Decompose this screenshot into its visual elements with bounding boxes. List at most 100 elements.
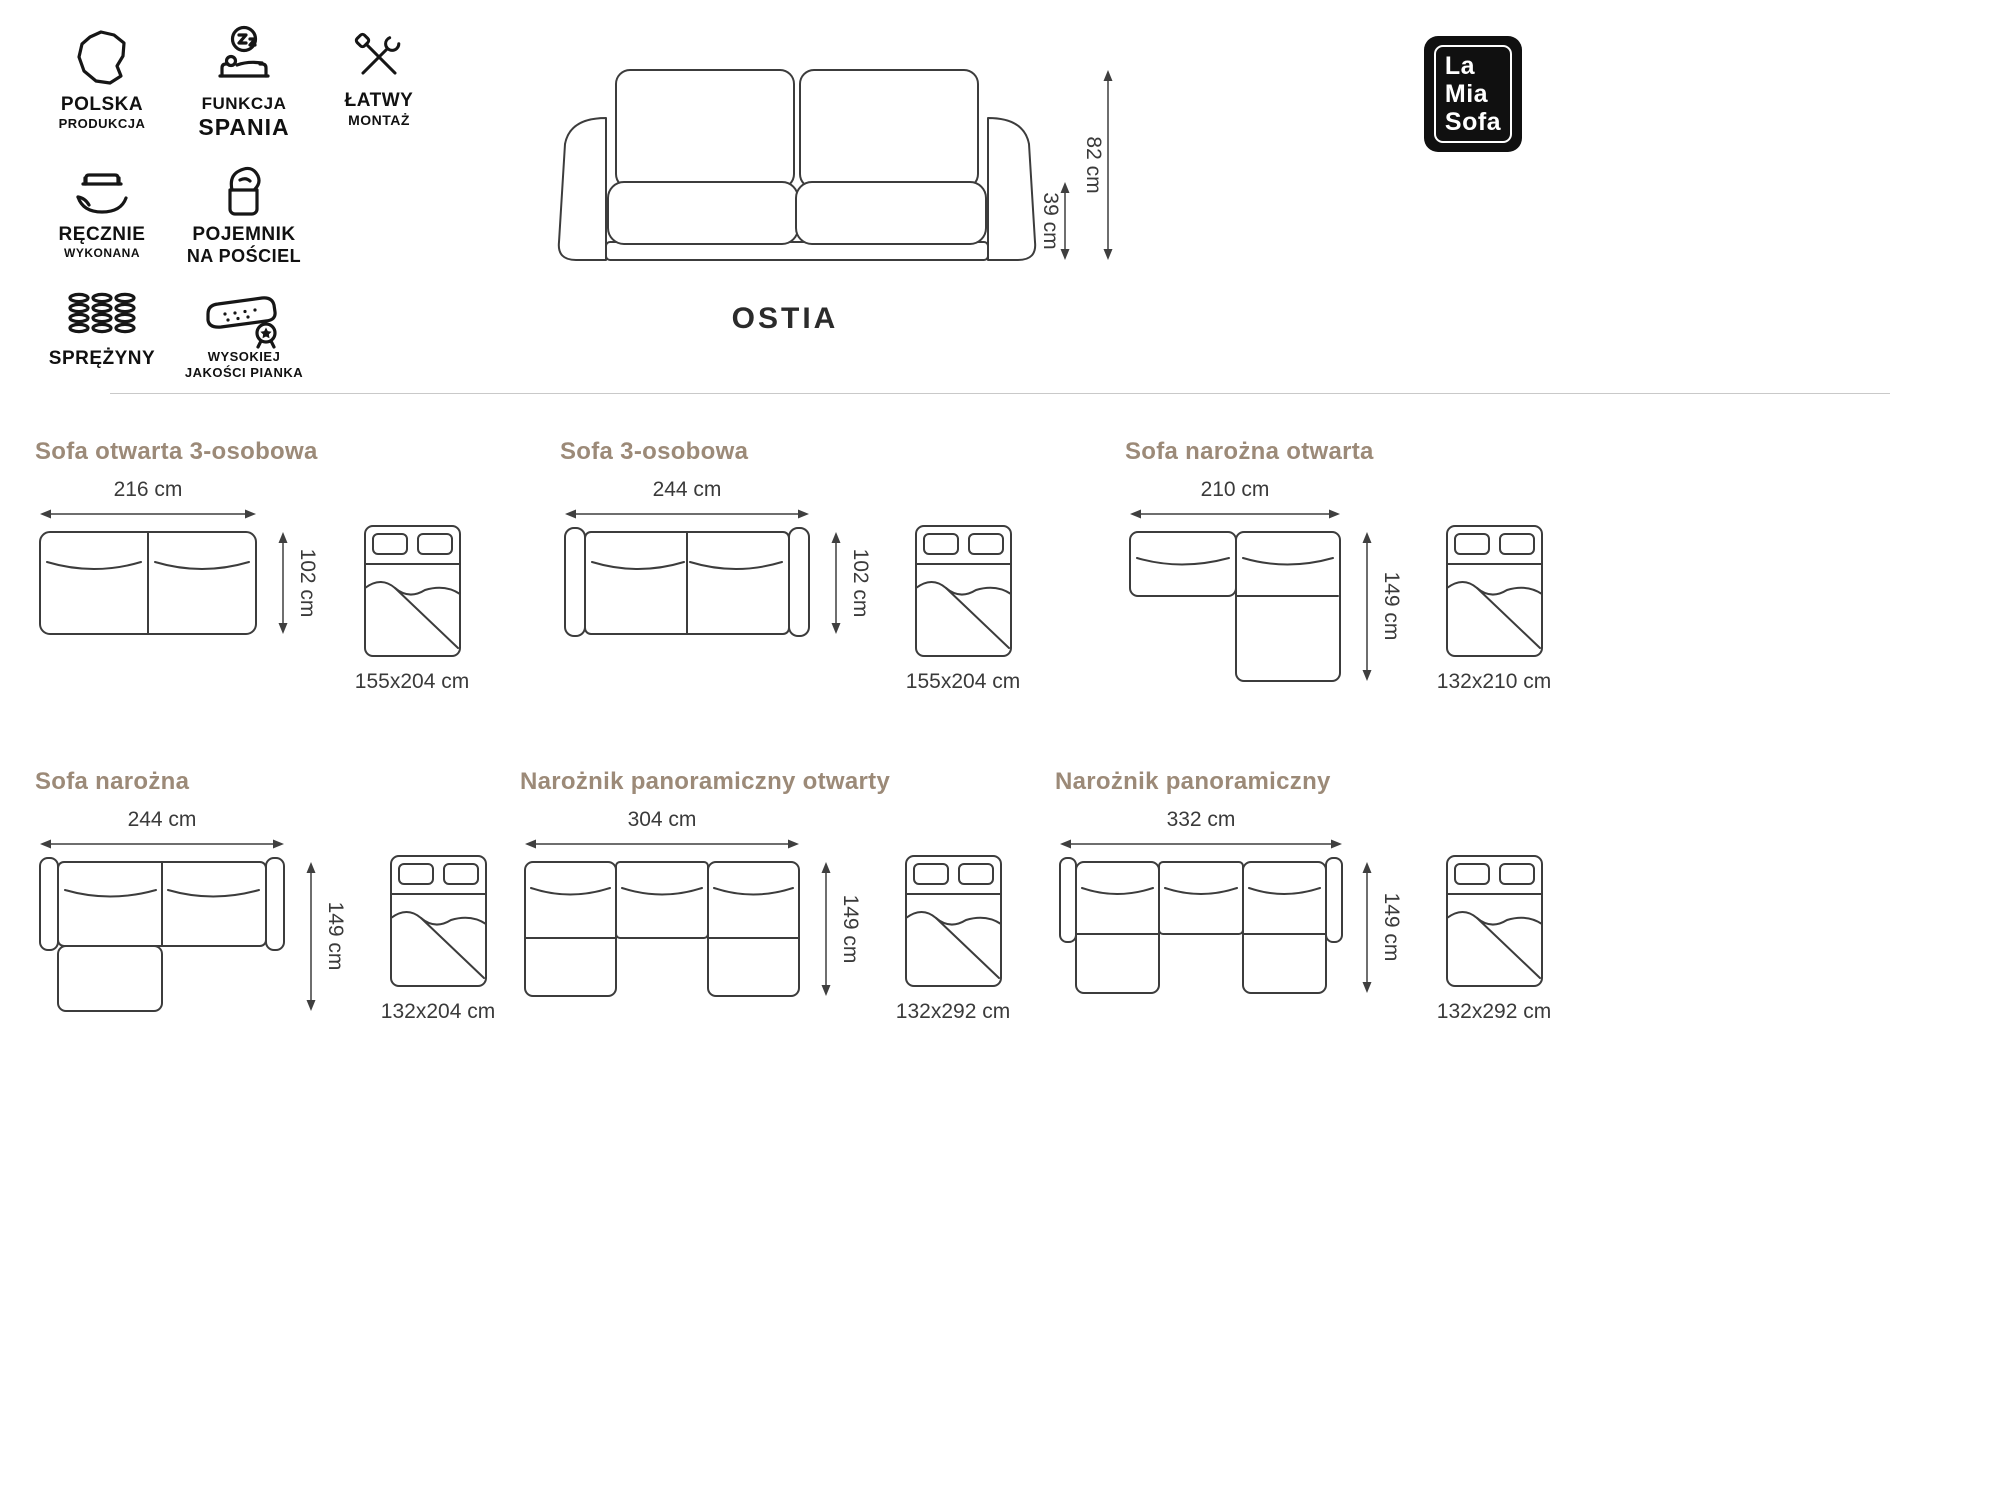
feature-label: WYSOKIEJ xyxy=(207,349,281,364)
seat-height-dimension: 39 cm xyxy=(1039,182,1070,260)
config-card: Sofa otwarta 3-osobowa 216 cm 102 cm xyxy=(35,438,505,735)
config-title: Narożnik panoramiczny otwarty xyxy=(520,768,891,795)
width-dimension xyxy=(40,509,256,519)
sofa-top-view xyxy=(1129,531,1341,682)
depth-dimension: 149 cm xyxy=(1362,862,1403,993)
feature-label: SPRĘŻYNY xyxy=(48,348,156,369)
sofa-top-view xyxy=(39,531,257,635)
brand-line: La xyxy=(1444,52,1476,80)
width-dimension xyxy=(40,839,284,849)
total-height-dimension: 82 cm xyxy=(1082,70,1113,260)
easy-assembly-tools-icon xyxy=(354,32,401,75)
bed-diagram xyxy=(364,525,461,657)
config-diagram: 332 cm 149 cm xyxy=(1059,808,1551,1023)
bedding-container-icon xyxy=(228,166,261,216)
depth-dimension: 102 cm xyxy=(831,532,872,634)
feature-label: ŁATWY xyxy=(344,90,414,111)
width-label: 210 cm xyxy=(1201,480,1270,501)
seat-height-label: 39 cm xyxy=(1039,192,1062,249)
feature-list: POLSKA PRODUKCJA FUNKCJA SPANIA xyxy=(36,24,438,414)
width-label: 332 cm xyxy=(1167,810,1236,831)
width-label: 244 cm xyxy=(128,810,197,831)
feature-wysokiej-jakosci-pianka: WYSOKIEJ JAKOŚCI PIANKA xyxy=(168,284,320,414)
feature-sublabel: PRODUKCJA xyxy=(58,115,146,131)
width-dimension xyxy=(1060,839,1342,849)
feature-label: RĘCZNIE xyxy=(58,224,146,245)
bed-diagram xyxy=(1446,855,1543,987)
config-diagram: 304 cm 149 cm xyxy=(524,808,1010,1023)
config-card: Sofa narożna 244 cm 149 cm xyxy=(35,768,535,1080)
depth-dimension: 149 cm xyxy=(306,862,347,1011)
brand-logo: La Mia Sofa xyxy=(1424,36,1522,152)
bed-diagram xyxy=(905,855,1002,987)
bed-size-label: 155x204 cm xyxy=(906,670,1020,693)
sofa-top-view xyxy=(1059,857,1343,994)
feature-sublabel: MONTAŻ xyxy=(348,111,410,128)
depth-label: 102 cm xyxy=(296,549,319,618)
feature-sublabel: NA POŚCIEL xyxy=(186,245,302,266)
feature-label: POLSKA xyxy=(60,94,144,115)
feature-pojemnik-na-posciel: POJEMNIK NA POŚCIEL xyxy=(168,154,320,284)
bed-size-label: 132x292 cm xyxy=(1437,1000,1551,1023)
depth-label: 149 cm xyxy=(1380,572,1403,641)
width-dimension xyxy=(525,839,799,849)
config-diagram: 210 cm 149 cm xyxy=(1129,478,1551,693)
feature-sublabel: WYKONANA xyxy=(64,245,140,260)
feature-funkcja-spania: FUNKCJA SPANIA xyxy=(168,24,320,154)
depth-label: 149 cm xyxy=(324,902,347,971)
sofa-top-view xyxy=(39,857,285,1012)
config-card: Narożnik panoramiczny otwarty 304 cm xyxy=(520,768,1060,1080)
feature-label: FUNKCJA xyxy=(201,94,287,113)
bed-size-label: 132x210 cm xyxy=(1437,670,1551,693)
handmade-icon xyxy=(76,173,128,214)
bed-size-label: 132x204 cm xyxy=(381,1000,495,1023)
depth-dimension: 149 cm xyxy=(821,862,862,996)
depth-label: 149 cm xyxy=(839,895,862,964)
springs-icon xyxy=(68,292,136,334)
config-diagram: 244 cm 102 cm xyxy=(564,478,1020,693)
bed-diagram xyxy=(390,855,487,987)
config-card: Narożnik panoramiczny 332 cm xyxy=(1055,768,1615,1080)
config-card: Sofa narożna otwarta 210 cm 149 cm xyxy=(1125,438,1605,750)
width-dimension xyxy=(1130,509,1340,519)
config-title: Sofa 3-osobowa xyxy=(560,438,749,465)
depth-dimension: 102 cm xyxy=(278,532,319,634)
width-label: 304 cm xyxy=(628,810,697,831)
bed-diagram xyxy=(915,525,1012,657)
brand-logo-text: La Mia Sofa xyxy=(1433,45,1513,143)
brand-line: Mia xyxy=(1444,80,1489,108)
foam-quality-icon xyxy=(206,296,277,349)
config-diagram: 216 cm 102 cm xyxy=(39,478,469,693)
feature-sublabel: JAKOŚCI PIANKA xyxy=(184,364,304,380)
product-name: OSTIA xyxy=(731,302,839,335)
feature-polska-produkcja: POLSKA PRODUKCJA xyxy=(36,24,168,154)
feature-label: POJEMNIK xyxy=(192,224,296,245)
bed-size-label: 155x204 cm xyxy=(355,670,469,693)
feature-recznie-wykonana: RĘCZNIE WYKONANA xyxy=(36,154,168,284)
depth-label: 102 cm xyxy=(849,549,872,618)
config-title: Sofa otwarta 3-osobowa xyxy=(35,438,318,465)
divider xyxy=(110,393,1890,394)
total-height-label: 82 cm xyxy=(1082,136,1105,193)
depth-dimension: 149 cm xyxy=(1362,532,1403,681)
width-label: 244 cm xyxy=(653,480,722,501)
config-title: Narożnik panoramiczny xyxy=(1055,768,1331,795)
bed-size-label: 132x292 cm xyxy=(896,1000,1010,1023)
depth-label: 149 cm xyxy=(1380,893,1403,962)
sofa-top-view xyxy=(524,861,800,997)
sofa-front-view xyxy=(557,69,1037,261)
poland-map-icon xyxy=(77,30,126,85)
sofa-top-view xyxy=(564,527,810,637)
feature-latwy-montaz: ŁATWY MONTAŻ xyxy=(320,24,438,154)
feature-sublabel: SPANIA xyxy=(198,113,290,140)
config-card: Sofa 3-osobowa 244 cm 102 cm xyxy=(560,438,1060,735)
brand-line: Sofa xyxy=(1444,108,1502,136)
bed-diagram xyxy=(1446,525,1543,657)
config-title: Sofa narożna otwarta xyxy=(1125,438,1374,465)
config-diagram: 244 cm 149 cm xyxy=(39,808,495,1023)
width-dimension xyxy=(565,509,809,519)
feature-sprezyny: SPRĘŻYNY xyxy=(36,284,168,414)
sleep-function-icon xyxy=(218,25,270,78)
width-label: 216 cm xyxy=(114,480,183,501)
